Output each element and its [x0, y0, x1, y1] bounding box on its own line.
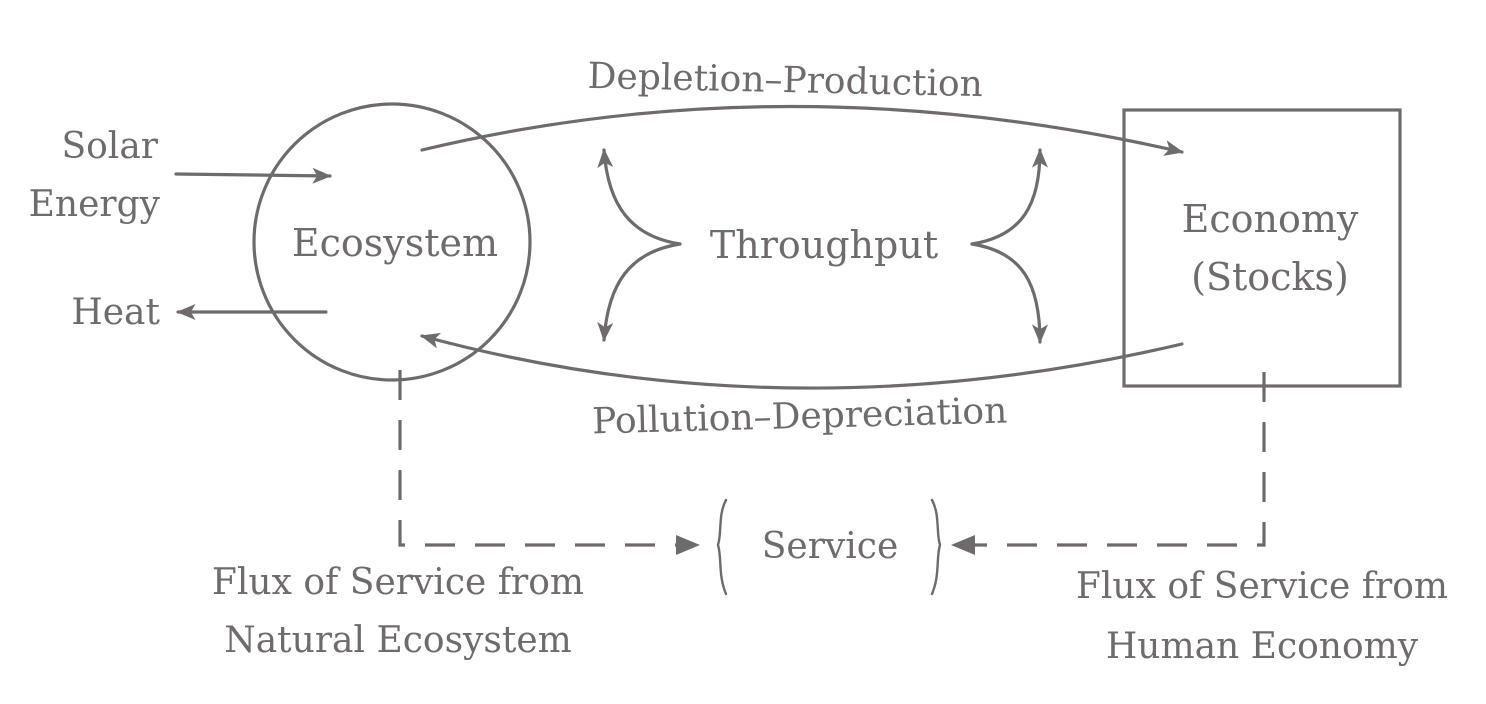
- human-flux-label-line1: Flux of Service from: [1076, 566, 1448, 607]
- natural-flux-label-line1: Flux of Service from: [212, 562, 584, 603]
- throughput-left-up-arrow: [597, 148, 682, 246]
- economy-stocks-label: (Stocks): [1191, 255, 1349, 299]
- pollution-depreciation-arrow: [420, 332, 1184, 390]
- service-label: Service: [762, 526, 899, 567]
- solar-label: Solar: [61, 126, 158, 167]
- throughput-right-up-arrow: [970, 148, 1048, 246]
- solar-input-arrow: [174, 167, 332, 184]
- energy-label: Energy: [29, 184, 161, 225]
- ecosystem-circle: [252, 102, 532, 382]
- economy-label: Economy: [1182, 197, 1359, 241]
- service-right-brace: [930, 498, 942, 596]
- human-flux-label-line2: Human Economy: [1106, 626, 1419, 667]
- throughput-left-down-arrow: [597, 242, 682, 342]
- ecosystem-label: Ecosystem: [292, 221, 498, 265]
- pollution-depreciation-label: Pollution–Depreciation: [592, 391, 1008, 443]
- human-service-flux-arrow: [965, 372, 1266, 547]
- depletion-production-label: Depletion–Production: [587, 56, 983, 105]
- throughput-right-down-arrow: [970, 242, 1048, 344]
- depletion-production-arrow: [420, 104, 1184, 156]
- service-left-brace: [716, 498, 728, 596]
- human-service-flux-arrowhead: [951, 535, 975, 555]
- economy-box: [1122, 108, 1402, 388]
- natural-flux-label-line2: Natural Ecosystem: [224, 620, 572, 661]
- natural-service-flux-arrowhead: [676, 535, 700, 555]
- throughput-label: Throughput: [710, 223, 938, 267]
- heat-label: Heat: [71, 292, 160, 333]
- natural-service-flux-arrow: [398, 370, 695, 547]
